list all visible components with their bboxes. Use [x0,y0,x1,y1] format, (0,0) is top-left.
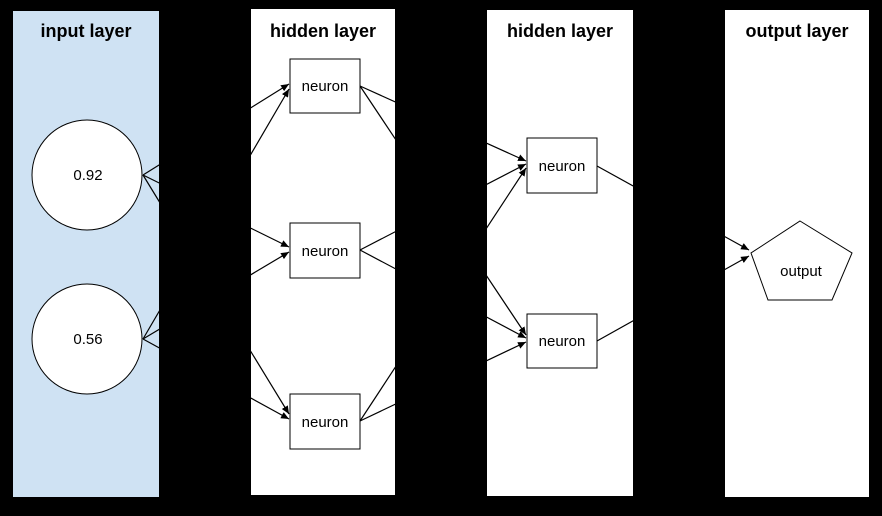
hidden1-neuron-3 [289,393,361,450]
output-node-label: output [780,263,823,280]
connector-input1-h1-2 [142,174,290,248]
input-node-2 [31,283,143,395]
output-node [750,220,853,301]
input-node-1-label: 0.92 [73,167,102,184]
hidden1-neuron-1-label: neuron [302,78,349,95]
hidden1-neuron-2-label: neuron [302,243,349,260]
connector-input2-h1-2 [142,251,290,340]
connector-h1-3-h2-2 [359,341,527,422]
connector-input2-h1-1 [142,88,290,340]
input-layer-title: input layer [40,21,131,41]
connector-h1-1-h2-1 [359,85,527,162]
hidden2-neuron-2 [526,313,598,369]
hidden-layer-2-panel [487,10,633,496]
connector-input2-h1-3 [142,338,290,420]
connector-input1-h1-1 [142,83,290,176]
connector-h2-2-output [596,255,750,342]
hidden1-neuron-3-label: neuron [302,414,349,431]
connector-h1-3-h2-1 [359,167,527,422]
input-layer-panel [13,11,159,497]
hidden1-neuron-1 [289,58,361,114]
hidden2-neuron-1 [526,137,598,194]
hidden2-neuron-2-label: neuron [539,333,586,350]
output-layer-title: output layer [745,21,848,41]
hidden-layer-2-title: hidden layer [507,21,613,41]
input-node-2-label: 0.56 [73,331,102,348]
input-node-1 [31,119,143,231]
hidden2-neuron-1-label: neuron [539,158,586,175]
connector-h1-2-h2-1 [359,163,527,251]
hidden-layer-1-title: hidden layer [270,21,376,41]
connector-h1-1-h2-2 [359,85,527,336]
connector-input1-h1-3 [142,174,290,415]
connector-h2-1-output [596,165,750,251]
